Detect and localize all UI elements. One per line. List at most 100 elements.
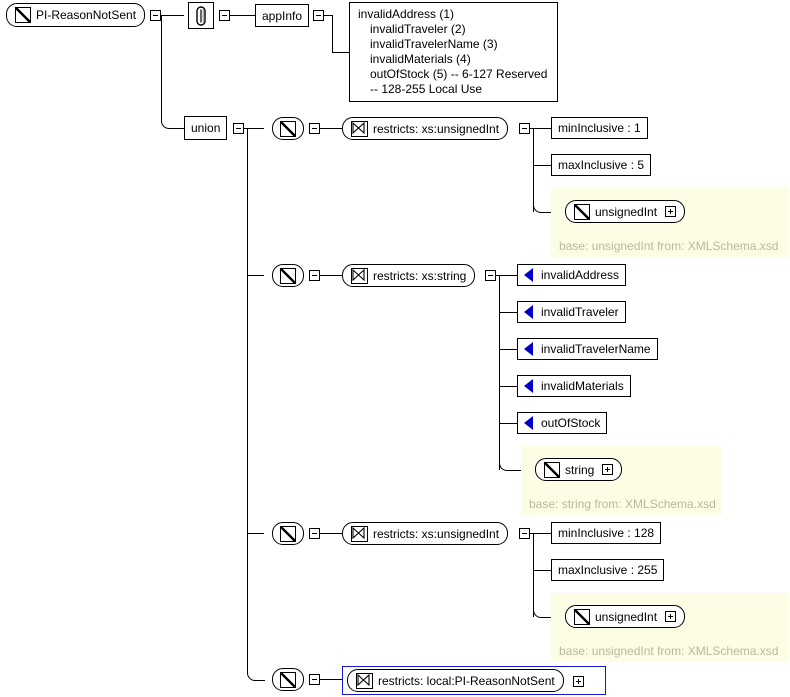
- connector-branch-3-to-restriction: [320, 533, 342, 534]
- branch-4-reference-group: restricts: local:PI-ReasonNotSent: [342, 666, 606, 695]
- simple-type-icon: [574, 608, 590, 625]
- branch-3-simple-type-node[interactable]: [272, 522, 306, 547]
- annotation-node[interactable]: [188, 2, 216, 31]
- branch-3-restriction-node[interactable]: restricts: xs:unsignedInt: [342, 522, 511, 547]
- facet-label: minInclusive : 128: [558, 526, 655, 540]
- connector-branch-3-facet-trunk: [533, 533, 534, 617]
- connector-branch-3-facet-2: [533, 570, 551, 571]
- connector-branch-2-enum-1: [496, 275, 517, 276]
- branch-1-base-label: unsignedInt: [595, 204, 658, 219]
- branch-2-restriction-node[interactable]: restricts: xs:string: [342, 264, 478, 289]
- annotation-collapse-toggle[interactable]: [219, 10, 230, 21]
- branch-1-facet-mininclusive[interactable]: minInclusive : 1: [551, 117, 650, 141]
- branch-1-base-node[interactable]: unsignedInt: [565, 200, 688, 225]
- documentation-line: invalidAddress (1): [358, 7, 455, 21]
- branch-3-base-caption: base: unsignedInt from: XMLSchema.xsd: [559, 644, 779, 658]
- branch-3-base-expand-toggle[interactable]: [665, 611, 677, 622]
- enumeration-icon: [524, 268, 533, 282]
- branch-2-base-group: string base: string from: XMLSchema.xsd: [521, 446, 722, 515]
- branch-4-collapse-toggle[interactable]: [309, 674, 320, 685]
- appinfo-label: appInfo: [262, 8, 303, 23]
- enum-label: invalidAddress: [541, 268, 620, 282]
- branch-4-simple-type-node[interactable]: [272, 668, 306, 693]
- union-node[interactable]: union: [184, 116, 230, 142]
- branch-4-restriction-node[interactable]: restricts: local:PI-ReasonNotSent: [347, 669, 566, 694]
- branch-3-facet-mininclusive[interactable]: minInclusive : 128: [551, 522, 664, 546]
- root-node-pi-reasonnotsent[interactable]: PI-ReasonNotSent: [6, 3, 148, 29]
- restriction-icon: [351, 525, 368, 542]
- branch-2-base-caption: base: string from: XMLSchema.xsd: [529, 497, 716, 511]
- documentation-line: -- 128-255 Local Use: [370, 82, 483, 96]
- connector-appinfo-to-doc-v: [332, 15, 333, 53]
- documentation-box: invalidAddress (1) invalidTraveler (2) i…: [349, 2, 560, 104]
- branch-1-base-group: unsignedInt base: unsignedInt from: XMLS…: [551, 188, 789, 257]
- connector-branch-3-to-base: [533, 590, 552, 618]
- enumeration-icon: [524, 379, 533, 393]
- branch-3-base-node[interactable]: unsignedInt: [565, 605, 688, 630]
- connector-branch-3-facet-1: [530, 533, 551, 534]
- root-collapse-toggle[interactable]: [150, 10, 161, 21]
- root-node-label: PI-ReasonNotSent: [36, 8, 137, 22]
- enum-label: outOfStock: [541, 416, 601, 430]
- branch-2-restriction-toggle[interactable]: [485, 270, 496, 281]
- connector-branch-1-facet-2: [533, 165, 551, 166]
- connector-union-branch-4: [247, 640, 265, 681]
- restriction-icon: [351, 120, 368, 137]
- branch-2-simple-type-node[interactable]: [272, 264, 306, 289]
- enum-label: invalidMaterials: [541, 379, 624, 393]
- connector-branch-2-to-base: [499, 443, 522, 471]
- branch-3-base-group: unsignedInt base: unsignedInt from: XMLS…: [551, 593, 789, 662]
- connector-union-trunk: [247, 128, 248, 670]
- branch-1-collapse-toggle[interactable]: [309, 123, 320, 134]
- connector-branch-2-enum-trunk: [499, 275, 500, 470]
- documentation-line: outOfStock (5) -- 6-127 Reserved: [370, 67, 548, 81]
- branch-2-enum-invalidmaterials[interactable]: invalidMaterials: [517, 375, 633, 399]
- branch-1-restriction-toggle[interactable]: [519, 123, 530, 134]
- facet-label: minInclusive : 1: [558, 121, 641, 135]
- simple-type-icon: [544, 461, 560, 478]
- enumeration-icon: [524, 342, 533, 356]
- branch-2-enum-invalidtraveler[interactable]: invalidTraveler: [517, 301, 628, 325]
- branch-1-facet-maxinclusive[interactable]: maxInclusive : 5: [551, 154, 654, 178]
- connector-root-to-union: [161, 16, 186, 129]
- union-collapse-toggle[interactable]: [233, 123, 244, 134]
- facet-label: maxInclusive : 5: [558, 158, 645, 172]
- documentation-line: invalidTravelerName (3): [370, 37, 498, 51]
- connector-branch-4-to-restriction: [320, 679, 342, 680]
- simple-type-icon: [280, 267, 296, 284]
- appinfo-node[interactable]: appInfo: [255, 4, 312, 29]
- branch-1-simple-type-node[interactable]: [272, 117, 306, 142]
- branch-3-collapse-toggle[interactable]: [309, 528, 320, 539]
- restriction-icon: [351, 267, 368, 284]
- connector-appinfo-to-appinfo-label: [230, 15, 255, 16]
- simple-type-icon: [574, 203, 590, 220]
- branch-1-base-caption: base: unsignedInt from: XMLSchema.xsd: [559, 239, 779, 253]
- branch-3-restriction-toggle[interactable]: [519, 528, 530, 539]
- connector-appinfo-to-doc-h2: [332, 52, 350, 53]
- appinfo-expand-toggle[interactable]: [313, 10, 324, 21]
- branch-2-enum-outofstock[interactable]: outOfStock: [517, 412, 610, 436]
- branch-2-collapse-toggle[interactable]: [309, 270, 320, 281]
- connector-branch-2-to-restriction: [320, 275, 342, 276]
- simple-type-icon: [280, 671, 296, 688]
- enum-label: invalidTraveler: [541, 305, 619, 319]
- branch-1-restriction-node[interactable]: restricts: xs:unsignedInt: [342, 117, 511, 142]
- connector-branch-1-to-restriction: [320, 128, 342, 129]
- branch-2-restriction-label: restricts: xs:string: [373, 268, 467, 283]
- branch-2-enum-invalidtravelername[interactable]: invalidTravelerName: [517, 338, 660, 362]
- branch-2-base-node[interactable]: string: [535, 458, 625, 483]
- facet-label: maxInclusive : 255: [558, 563, 658, 577]
- documentation-line: invalidMaterials (4): [370, 52, 471, 66]
- branch-1-base-expand-toggle[interactable]: [665, 206, 677, 217]
- branch-2-enum-invalidaddress[interactable]: invalidAddress: [517, 264, 629, 288]
- restriction-icon: [356, 672, 373, 689]
- connector-union-branch-2: [247, 275, 264, 276]
- branch-2-base-expand-toggle[interactable]: [602, 464, 614, 475]
- branch-3-facet-maxinclusive[interactable]: maxInclusive : 255: [551, 559, 667, 583]
- enumeration-icon: [524, 416, 533, 430]
- branch-4-expand-toggle[interactable]: [573, 676, 584, 687]
- connector-branch-2-enum-2: [499, 312, 517, 313]
- branch-3-restriction-label: restricts: xs:unsignedInt: [373, 526, 500, 541]
- connector-branch-1-facet-1: [530, 128, 551, 129]
